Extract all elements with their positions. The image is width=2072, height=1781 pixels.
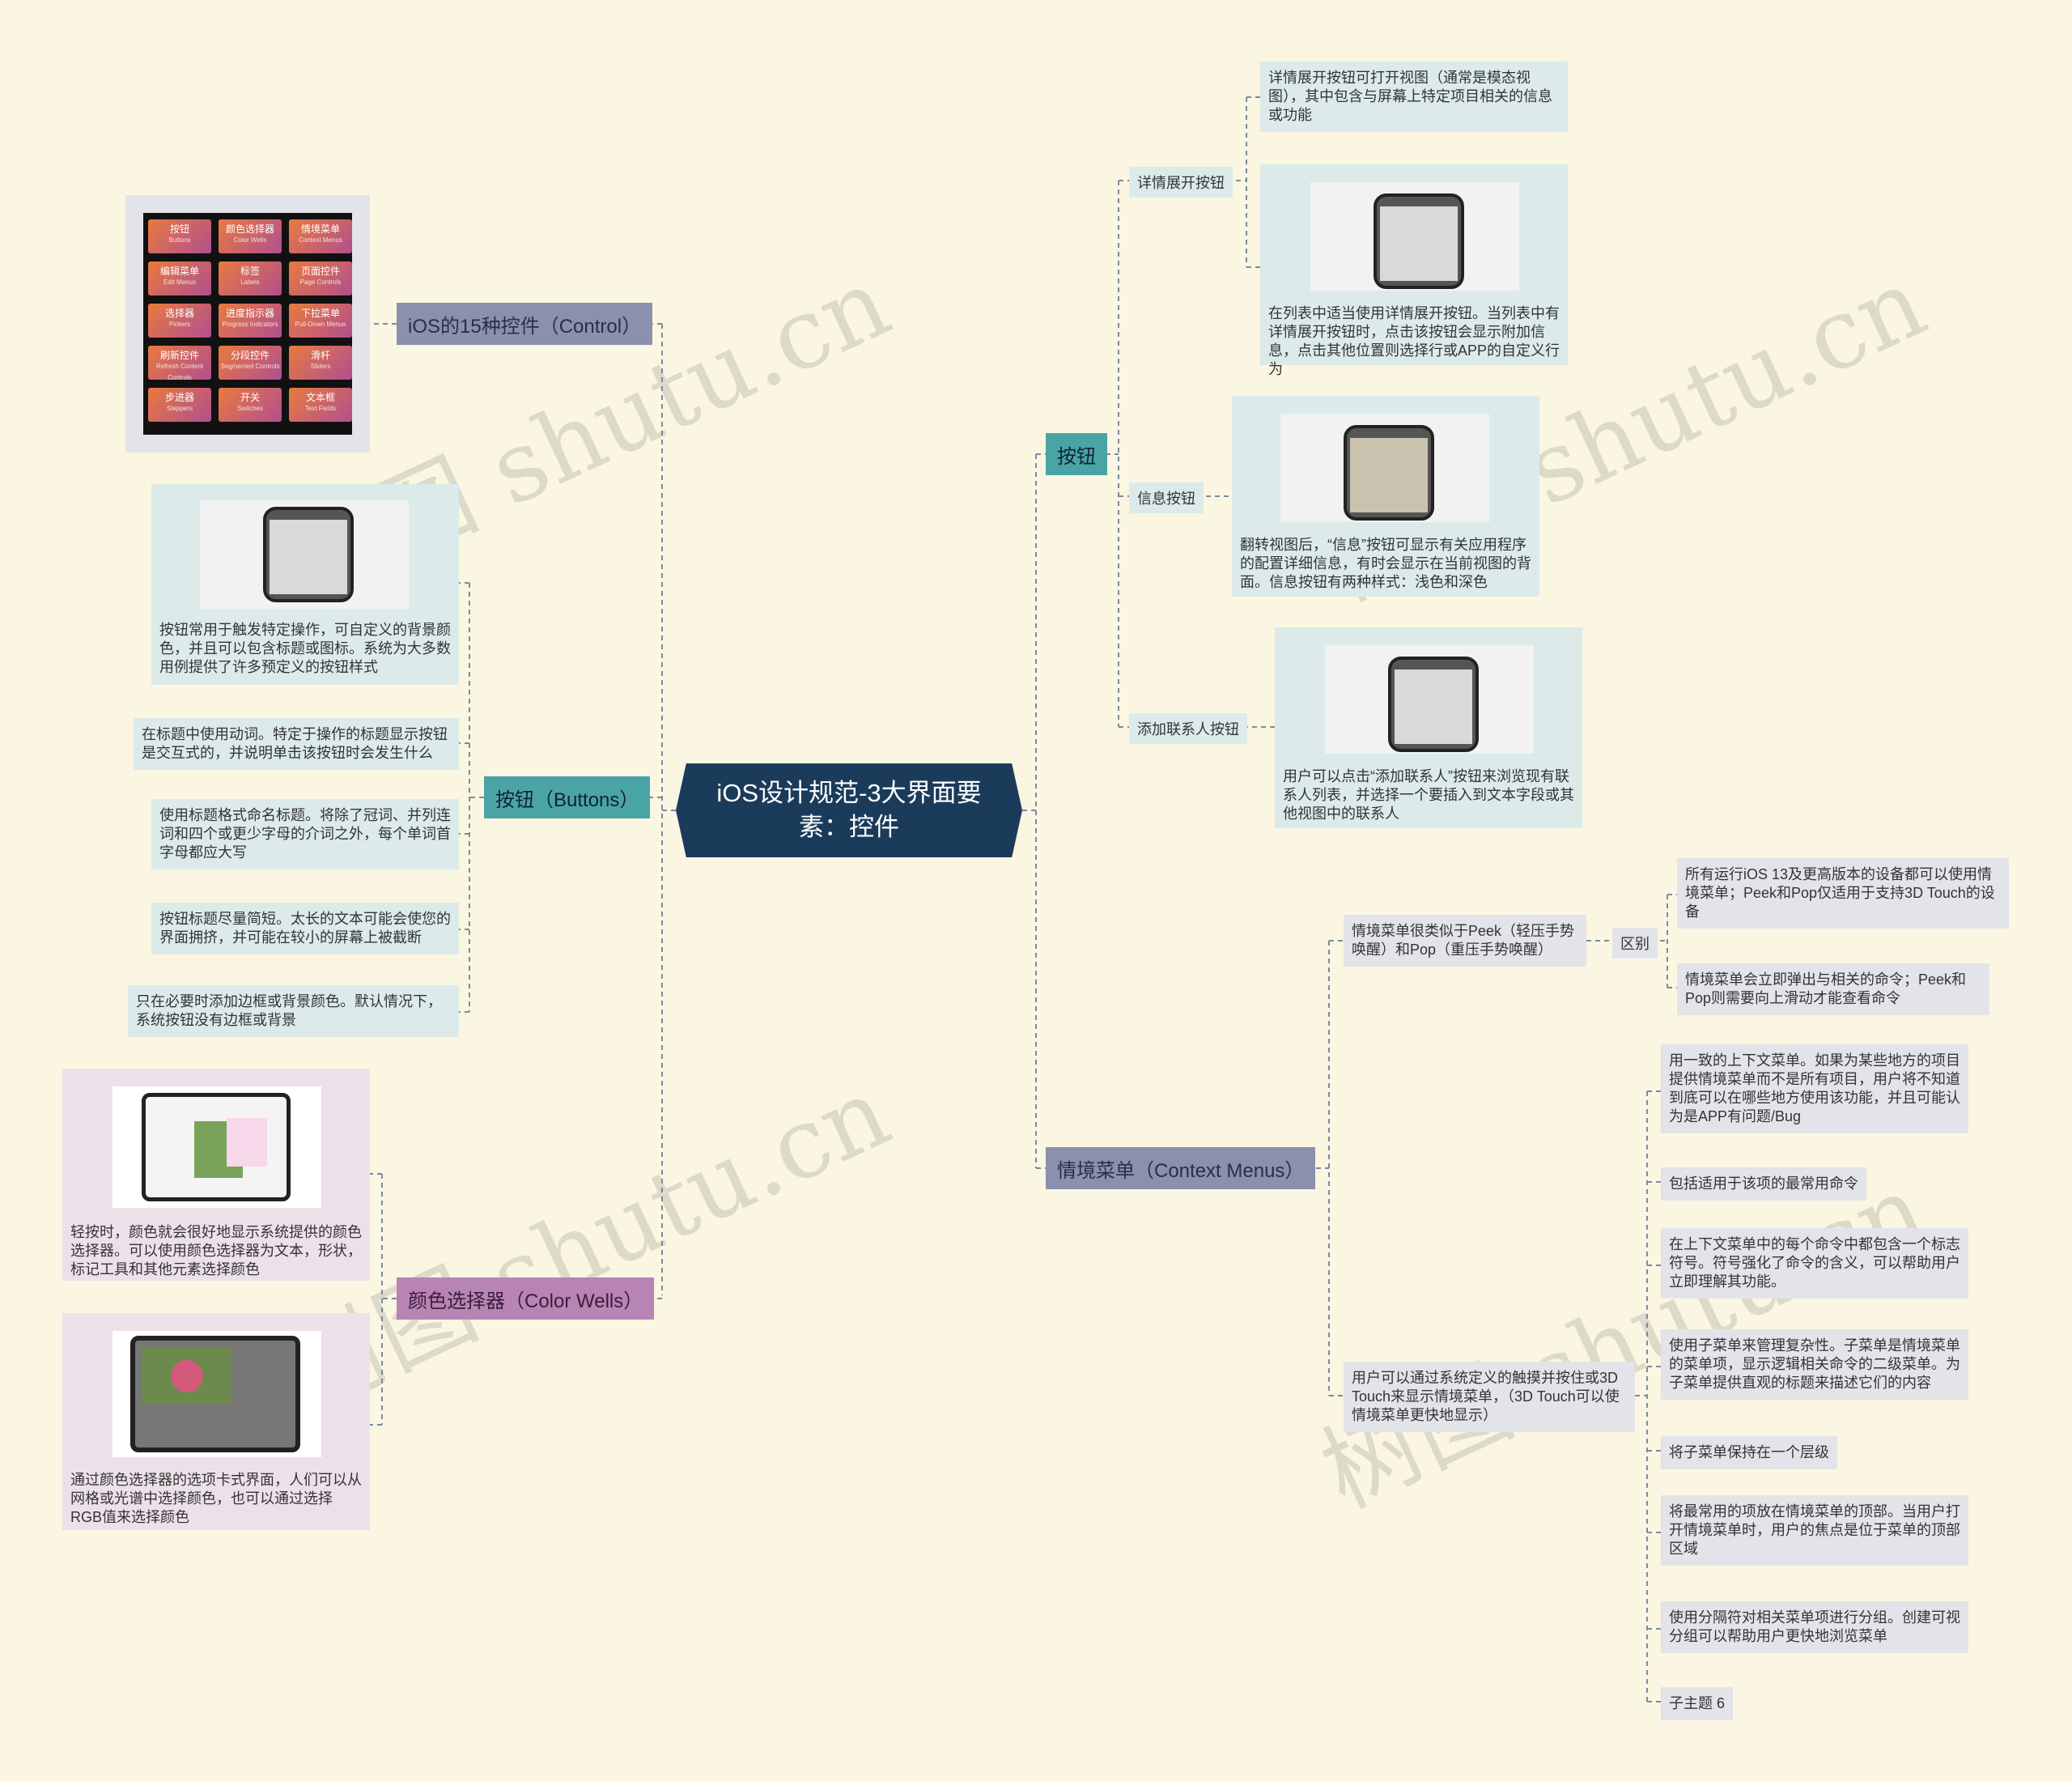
topic-button[interactable]: 按钮 — [1046, 433, 1107, 475]
control-tile-cn: 文本框 — [305, 392, 335, 403]
control-tile-cn: 标签 — [240, 266, 260, 277]
touch-note-5[interactable]: 将子菜单保持在一个层级 — [1661, 1436, 1837, 1469]
topic-add-contact-button[interactable]: 添加联系人按钮 — [1129, 713, 1247, 744]
control-tile-cn: 滑杆 — [310, 350, 330, 361]
control-tile: 选择器 Pickers — [148, 304, 211, 338]
control-tile-en: Page Controls — [299, 278, 342, 286]
control-tile: 开关 Switches — [219, 388, 282, 422]
topic-control15[interactable]: iOS的15种控件（Control） — [397, 303, 653, 345]
detail-note-2[interactable]: 在列表中适当使用详情展开按钮。当列表中有详情展开按钮时，点击该按钮会显示附加信息… — [1260, 164, 1568, 377]
note-text: 在列表中适当使用详情展开按钮。当列表中有详情展开按钮时，点击该按钮会显示附加信息… — [1268, 305, 1560, 377]
control-tile-en: Switches — [236, 405, 263, 412]
buttons-note-1[interactable]: 按钮常用于触发特定操作，可自定义的背景颜色，并且可以包含标题或图标。系统为大多数… — [151, 484, 459, 685]
control-tile-en: Edit Menus — [163, 278, 197, 286]
control-tile: 步进器 Steppers — [148, 388, 211, 422]
control-tile-cn: 进度指示器 — [225, 308, 274, 319]
topic-context-menus-label: 情境菜单（Context Menus） — [1057, 1159, 1305, 1182]
topic-buttons-label: 按钮（Buttons） — [495, 788, 639, 811]
topic-colorwells-label: 颜色选择器（Color Wells） — [408, 1290, 643, 1312]
topic-info-button[interactable]: 信息按钮 — [1129, 482, 1204, 513]
control-tile-cn: 编辑菜单 — [159, 266, 199, 277]
ipad-image — [113, 1331, 321, 1457]
control-tile-en: Pickers — [168, 321, 191, 328]
control-tile: 刷新控件 Refresh Content Controls — [148, 346, 211, 381]
control-tile-en: Segmented Controls — [220, 363, 280, 370]
context-peek-note[interactable]: 情境菜单很类似于Peek（轻压手势唤醒）和Pop（重压手势唤醒） — [1344, 915, 1586, 967]
topic-control15-label: iOS的15种控件（Control） — [408, 315, 642, 338]
control-tile-cn: 刷新控件 — [159, 350, 199, 361]
topic-difference[interactable]: 区别 — [1612, 928, 1658, 959]
difference-note-1[interactable]: 所有运行iOS 13及更高版本的设备都可以使用情境菜单；Peek和Pop仅适用于… — [1677, 858, 2009, 929]
topic-colorwells[interactable]: 颜色选择器（Color Wells） — [397, 1277, 655, 1320]
control-tile-en: Buttons — [168, 236, 191, 244]
detail-note-1[interactable]: 详情展开按钮可打开视图（通常是模态视图），其中包含与屏幕上特定项目相关的信息或功… — [1260, 62, 1568, 132]
control-tile: 分段控件 Segmented Controls — [219, 346, 282, 380]
difference-note-2[interactable]: 情境菜单会立即弹出与相关的命令；Peek和Pop则需要向上滑动才能查看命令 — [1677, 963, 1989, 1015]
control-tile: 滑杆 Sliders — [289, 346, 352, 380]
control-tile-en: Labels — [240, 278, 260, 286]
colorwells-note-2[interactable]: 通过颜色选择器的选项卡式界面，人们可以从网格或光谱中选择颜色，也可以通过选择RG… — [62, 1313, 370, 1530]
control-tile-cn: 下拉菜单 — [300, 308, 340, 319]
buttons-note-5[interactable]: 只在必要时添加边框或背景颜色。默认情况下，系统按钮没有边框或背景 — [128, 985, 459, 1037]
note-text: 翻转视图后，“信息”按钮可显示有关应用程序的配置详细信息，有时会显示在当前视图的… — [1240, 537, 1531, 590]
phone-image — [1280, 414, 1489, 522]
touch-note-4[interactable]: 使用子菜单来管理复杂性。子菜单是情境菜单的菜单项，显示逻辑相关命令的二级菜单。为… — [1661, 1329, 1968, 1400]
control-tile-cn: 颜色选择器 — [225, 223, 274, 235]
buttons-note-4[interactable]: 按钮标题尽量简短。太长的文本可能会使您的界面拥挤，并可能在较小的屏幕上被截断 — [151, 903, 459, 954]
topic-context-menus[interactable]: 情境菜单（Context Menus） — [1046, 1147, 1316, 1189]
root-topic[interactable]: iOS设计规范-3大界面要素：控件 — [676, 763, 1022, 857]
note-text: 用户可以点击“添加联系人”按钮来浏览现有联系人列表，并选择一个要插入到文本字段或… — [1283, 768, 1574, 822]
topic-detail-button[interactable]: 详情展开按钮 — [1129, 167, 1233, 198]
control-tile-en: Text Fields — [304, 405, 337, 412]
control-tile-en: Steppers — [166, 405, 193, 412]
control-tile: 进度指示器 Progress Indicators — [219, 304, 282, 338]
touch-note-6[interactable]: 将最常用的项放在情境菜单的顶部。当用户打开情境菜单时，用户的焦点是位于菜单的顶部… — [1661, 1495, 1968, 1566]
topic-buttons[interactable]: 按钮（Buttons） — [484, 776, 651, 818]
control-tile-cn: 开关 — [240, 392, 260, 403]
control-tile: 文本框 Text Fields — [289, 388, 352, 422]
buttons-note-2[interactable]: 在标题中使用动词。特定于操作的标题显示按钮是交互式的，并说明单击该按钮时会发生什… — [134, 718, 459, 770]
context-touch-note[interactable]: 用户可以通过系统定义的触摸并按住或3D Touch来显示情境菜单，（3D Tou… — [1344, 1362, 1635, 1432]
phone-image — [1310, 182, 1519, 291]
control-tile-cn: 情境菜单 — [300, 223, 340, 235]
control-tile-en: Progress Indicators — [222, 321, 278, 328]
touch-note-8[interactable]: 子主题 6 — [1661, 1687, 1734, 1720]
control-tile-cn: 按钮 — [169, 223, 189, 235]
control-tile-en: Refresh Content Controls — [155, 363, 204, 381]
colorwells-note-1[interactable]: 轻按时，颜色就会很好地显示系统提供的颜色选择器。可以使用颜色选择器为文本，形状，… — [62, 1069, 370, 1281]
control-tile-cn: 步进器 — [164, 392, 194, 403]
control-tile-cn: 选择器 — [164, 308, 194, 319]
control-tile-cn: 分段控件 — [230, 350, 270, 361]
touch-note-2[interactable]: 包括适用于该项的最常用命令 — [1661, 1167, 1866, 1201]
note-text: 按钮常用于触发特定操作，可自定义的背景颜色，并且可以包含标题或图标。系统为大多数… — [159, 622, 451, 675]
topic-button-label: 按钮 — [1057, 445, 1096, 468]
control-tile-en: Pull-Down Menus — [295, 321, 346, 328]
control-tile-cn: 页面控件 — [300, 266, 340, 277]
ipad-image — [113, 1086, 321, 1208]
touch-note-1[interactable]: 用一致的上下文菜单。如果为某些地方的项目提供情境菜单而不是所有项目，用户将不知道… — [1661, 1044, 1968, 1133]
phone-image — [200, 500, 409, 609]
phone-image — [1325, 645, 1534, 754]
info-note[interactable]: 翻转视图后，“信息”按钮可显示有关应用程序的配置详细信息，有时会显示在当前视图的… — [1232, 396, 1539, 597]
touch-note-7[interactable]: 使用分隔符对相关菜单项进行分组。创建可视分组可以帮助用户更快地浏览菜单 — [1661, 1601, 1968, 1653]
control-tile-en: Context Menus — [299, 236, 342, 244]
root-title: iOS设计规范-3大界面要素：控件 — [716, 779, 982, 841]
control-tile-en: Color Wells — [233, 236, 267, 244]
note-text: 通过颜色选择器的选项卡式界面，人们可以从网格或光谱中选择颜色，也可以通过选择RG… — [70, 1472, 362, 1525]
add-contact-note[interactable]: 用户可以点击“添加联系人”按钮来浏览现有联系人列表，并选择一个要插入到文本字段或… — [1275, 627, 1582, 828]
note-text: 轻按时，颜色就会很好地显示系统提供的颜色选择器。可以使用颜色选择器为文本，形状，… — [70, 1224, 362, 1277]
control-tile: 下拉菜单 Pull-Down Menus — [289, 304, 352, 338]
control-tile-en: Sliders — [310, 363, 331, 370]
touch-note-3[interactable]: 在上下文菜单中的每个命令中都包含一个标志符号。符号强化了命令的含义，可以帮助用户… — [1661, 1228, 1968, 1299]
buttons-note-3[interactable]: 使用标题格式命名标题。将除了冠词、并列连词和四个或更少字母的介词之外，每个单词首… — [151, 799, 459, 869]
